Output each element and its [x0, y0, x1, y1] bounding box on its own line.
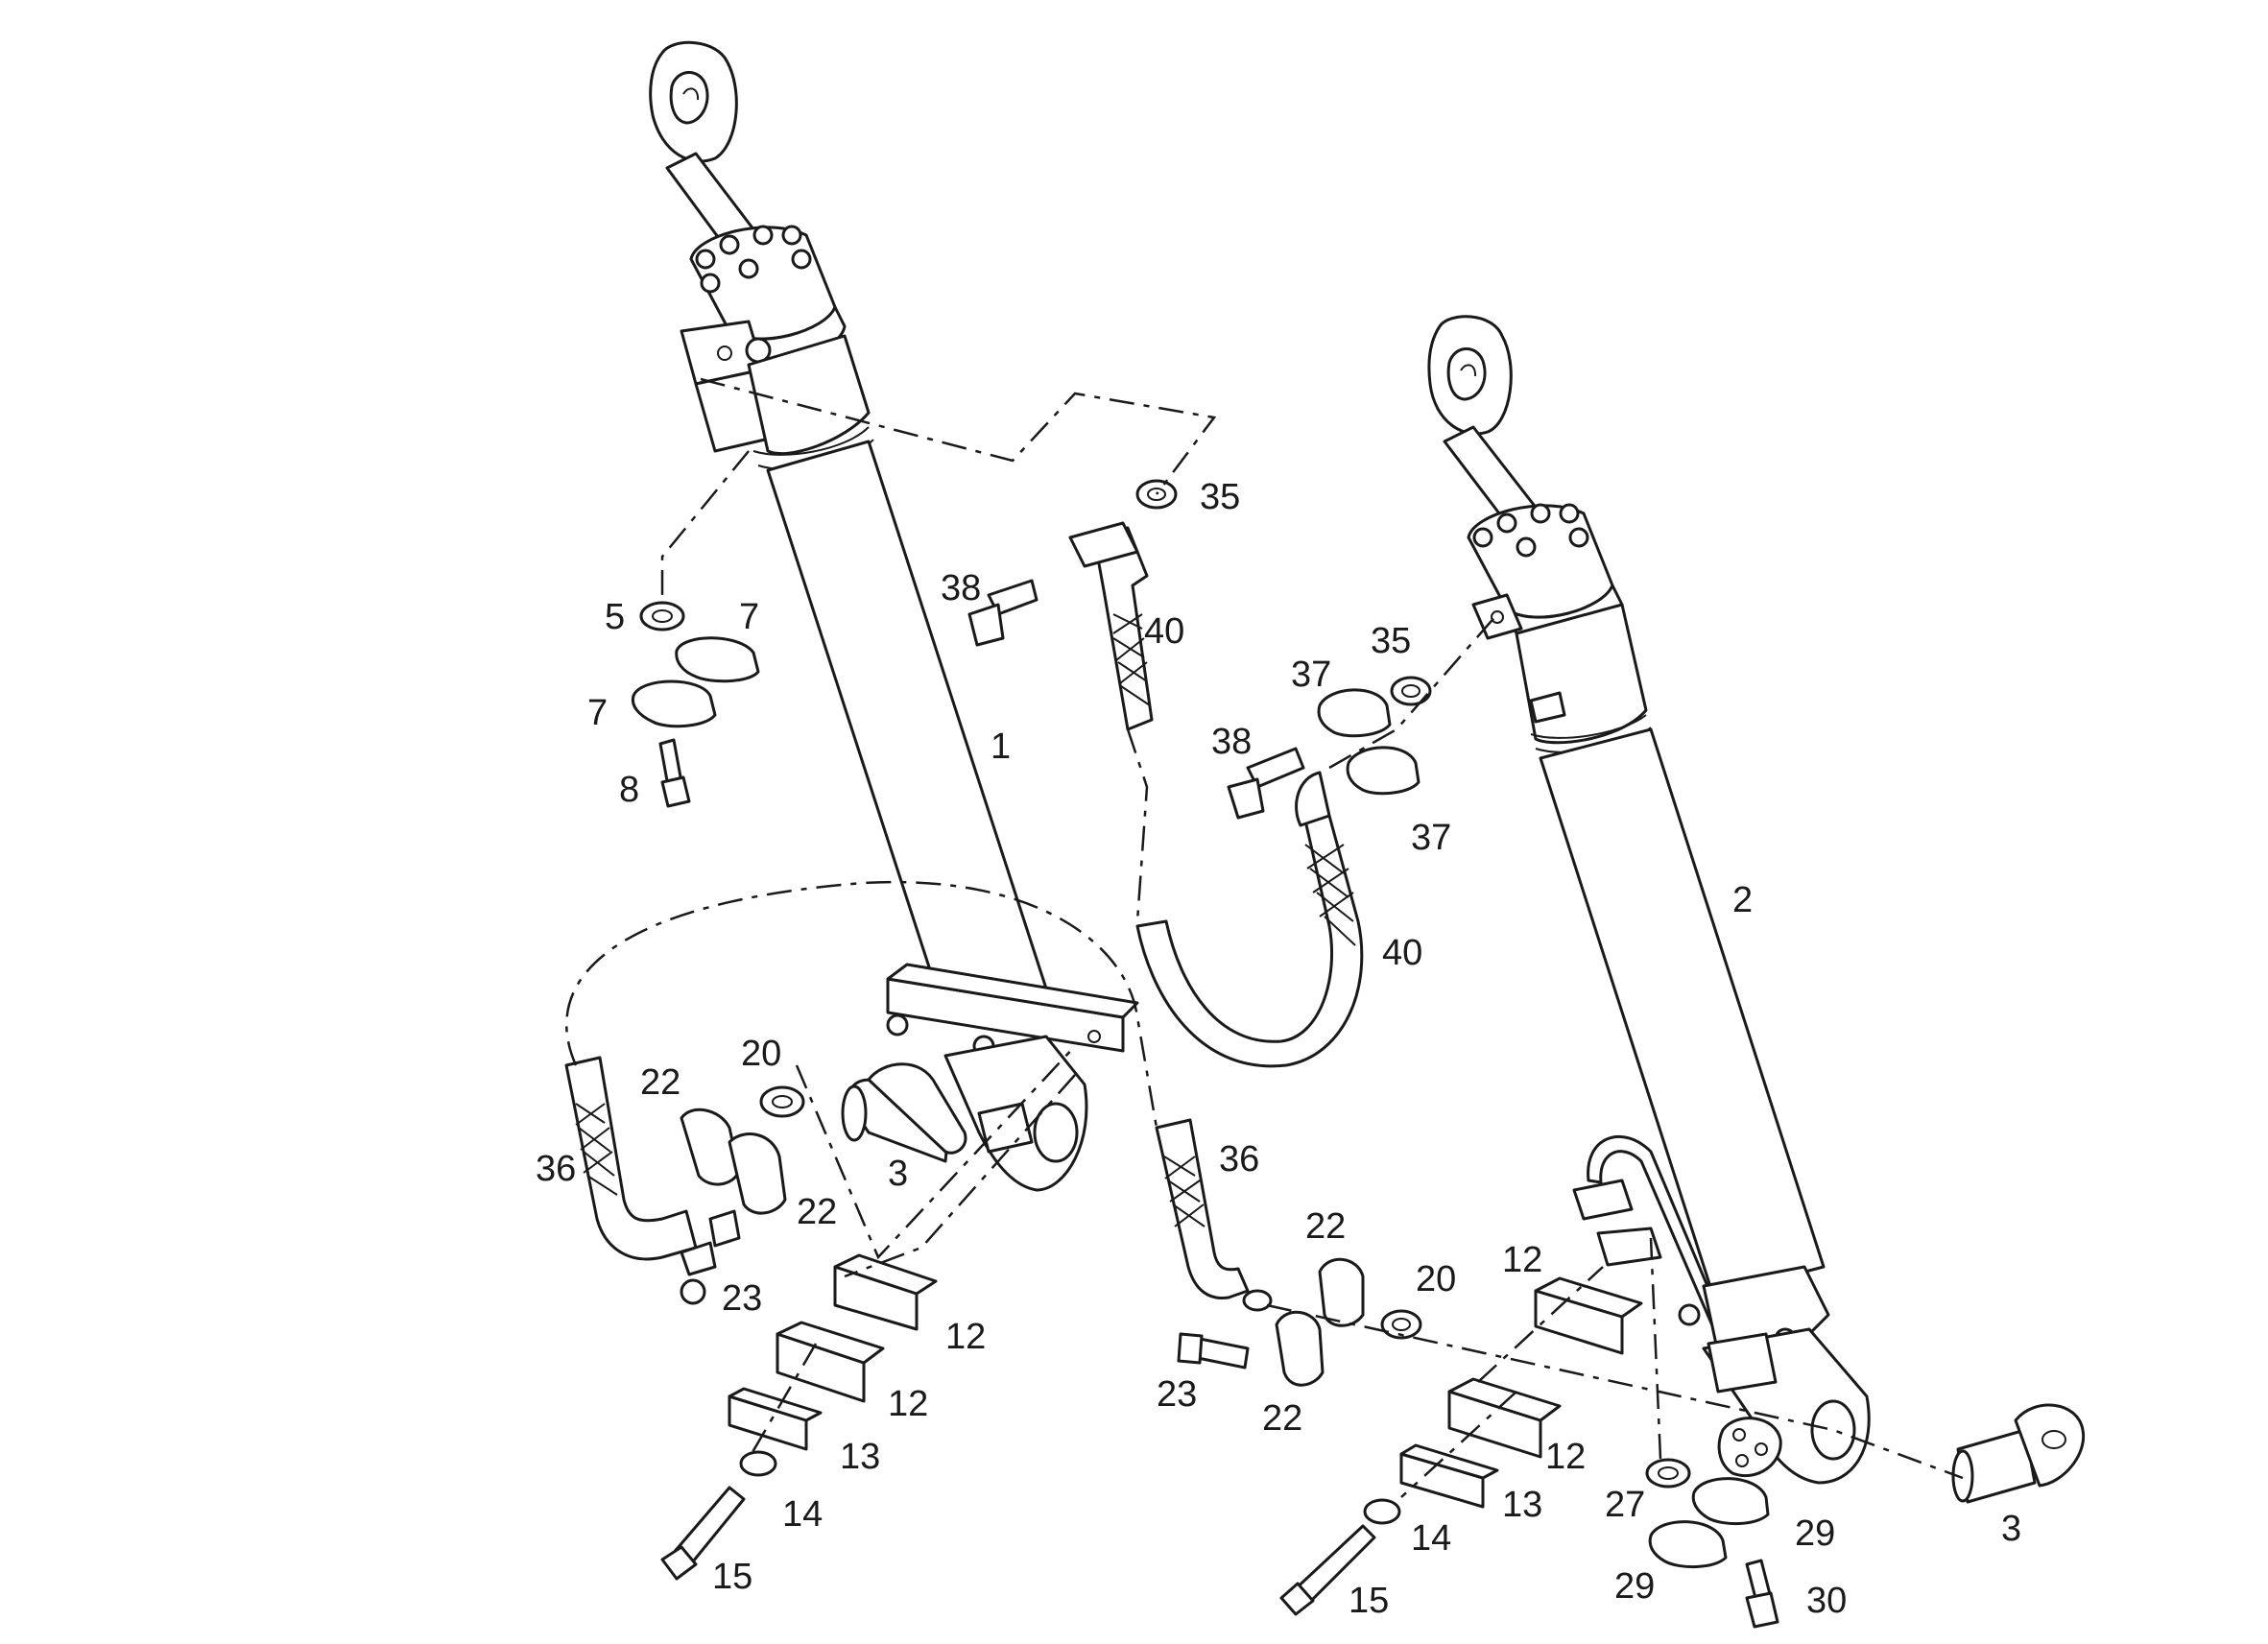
cylinder-2-barrel	[1539, 727, 1826, 1298]
callout-3-left: 3	[888, 1154, 908, 1194]
washer-27	[1645, 1458, 1691, 1489]
cylinder-2-label-plate	[1529, 691, 1566, 724]
clamp-half-37-lower	[1346, 746, 1420, 796]
clamp-half-7-upper	[675, 636, 760, 683]
flange-40-upper	[1068, 521, 1139, 568]
callout-12-right-b: 12	[1545, 1437, 1586, 1477]
callout-20-right: 20	[1416, 1259, 1456, 1299]
clamp-half-37-upper	[1317, 688, 1392, 738]
callout-23-right: 23	[1157, 1374, 1197, 1415]
callout-12-left-b: 12	[888, 1384, 928, 1424]
cylinder-1-bottom-clevis	[943, 1035, 1088, 1192]
pin-3-right	[1951, 1403, 2086, 1504]
washer-5	[639, 601, 685, 631]
callout-13-left: 13	[840, 1437, 880, 1477]
callout-22-left-b: 22	[797, 1192, 837, 1232]
cylinder-1-collar	[747, 334, 871, 456]
callout-27: 27	[1605, 1485, 1645, 1525]
callout-23-left: 23	[722, 1278, 762, 1319]
callout-22-right-b: 22	[1262, 1398, 1302, 1439]
callout-8: 8	[619, 770, 639, 810]
callout-29-left: 29	[1614, 1566, 1655, 1607]
callout-35-upper: 35	[1200, 477, 1240, 517]
callout-12-right-a: 12	[1502, 1240, 1542, 1280]
callout-14-left: 14	[782, 1494, 823, 1535]
cylinder-2-clamp-block	[1596, 1227, 1662, 1267]
callout-15-right: 15	[1349, 1581, 1389, 1621]
callout-labels: 1 2 3 3 5 7 7 8 12 12 12 12 13 13 14 14 …	[536, 477, 2021, 1621]
callout-29-right: 29	[1795, 1513, 1835, 1554]
callout-5: 5	[605, 597, 625, 637]
callout-22-right-a: 22	[1305, 1206, 1346, 1247]
callout-40-upper: 40	[1144, 611, 1184, 652]
callout-37-lower: 37	[1411, 818, 1451, 858]
callout-38-upper: 38	[941, 568, 981, 608]
screw-23-left	[708, 1209, 741, 1248]
seal-35-lower	[1390, 676, 1432, 706]
callout-7-lower: 7	[587, 693, 608, 733]
callout-3-right: 3	[2001, 1509, 2021, 1549]
hose-36-right	[1155, 1118, 1250, 1300]
cylinder-2	[1427, 315, 1871, 1485]
callout-1: 1	[991, 727, 1011, 767]
clamp-22-right-b	[1275, 1310, 1325, 1387]
clamp-22-right-a	[1318, 1257, 1365, 1327]
callout-15-left: 15	[712, 1557, 752, 1597]
screw-23-right	[1196, 1337, 1250, 1370]
cylinder-1-rod-eye	[649, 40, 738, 163]
clamp-half-29-lower	[1648, 1520, 1728, 1569]
callout-36-left: 36	[536, 1149, 576, 1189]
callout-13-right: 13	[1502, 1485, 1542, 1525]
callout-37-upper: 37	[1291, 655, 1331, 695]
callout-36-right: 36	[1219, 1139, 1259, 1179]
clamp-half-29-upper	[1691, 1477, 1770, 1526]
washer-20-left	[759, 1085, 805, 1118]
cylinder-1-bottom-bracket	[886, 963, 1139, 1058]
cylinder-2-rod-eye	[1427, 315, 1513, 436]
callout-38-lower: 38	[1211, 722, 1252, 762]
washer-14-left	[739, 1450, 777, 1477]
clamp-22-left-b	[728, 1132, 787, 1215]
callout-7-upper: 7	[739, 597, 759, 637]
cylinder-1	[649, 40, 1139, 1192]
pin-3-left	[841, 1062, 967, 1163]
callout-20-left: 20	[741, 1034, 781, 1074]
washer-14-right	[1363, 1498, 1401, 1525]
callout-2: 2	[1732, 880, 1753, 920]
cylinder-2-tube-block	[1572, 1179, 1634, 1221]
washer-36-right	[1242, 1289, 1273, 1312]
cylinder-2-bottom-clevis	[1702, 1327, 1871, 1485]
callout-12-left-a: 12	[945, 1317, 986, 1357]
callout-22-left-a: 22	[640, 1062, 680, 1103]
callout-35-lower: 35	[1371, 621, 1411, 661]
clamp-half-7-lower	[631, 679, 717, 728]
callout-30: 30	[1806, 1581, 1847, 1621]
assembly-lines	[565, 377, 1964, 1498]
hose-40-lower	[1135, 771, 1364, 1068]
callout-14-right: 14	[1411, 1518, 1451, 1559]
hose-40-upper	[1092, 526, 1154, 731]
washer-20-right	[1380, 1309, 1422, 1340]
callout-40-lower: 40	[1382, 933, 1422, 973]
